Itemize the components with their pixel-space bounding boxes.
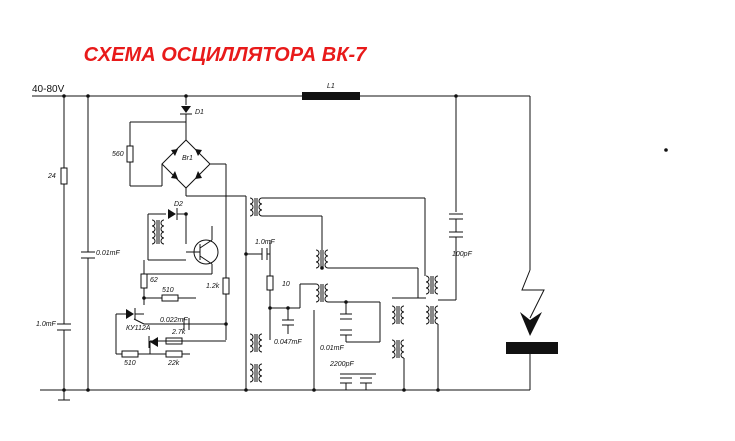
resistor-510-lower: [121, 350, 139, 358]
feedback-transformer: [151, 219, 165, 245]
transformer-t2: [249, 333, 263, 353]
diode-d1-label: D1: [195, 109, 204, 116]
diode-bridge-br1: [161, 139, 211, 189]
capacitor-001mf-left: [80, 251, 96, 259]
resistor-10-label: 10: [282, 281, 290, 288]
diode-d2: [168, 208, 178, 220]
junction-dots: [62, 94, 668, 392]
inductor-l1-label: L1: [327, 83, 335, 90]
transformer-t8: [425, 275, 439, 295]
transistor: [186, 239, 219, 265]
resistor-24: [60, 167, 68, 185]
inductor-l1: [302, 92, 360, 100]
thyristor-ku112a: [126, 308, 145, 325]
resistor-560-label: 560: [112, 151, 124, 158]
transformer-t4: [315, 249, 329, 269]
capacitor-001mf-mid: [340, 313, 352, 336]
transformer-t1: [249, 197, 263, 217]
diode-d1: [180, 106, 192, 115]
capacitor-0022mf-label: 0.022mF: [160, 317, 188, 324]
diode-d2-label: D2: [174, 201, 183, 208]
resistor-560: [126, 145, 134, 163]
diode-lower: [148, 336, 158, 348]
resistor-24-label: 24: [47, 173, 56, 180]
capacitor-0047mf-label: 0.047mF: [274, 339, 302, 346]
transformer-t6: [391, 305, 405, 325]
transformer-t3: [249, 363, 263, 383]
supply-label: 40-80V: [32, 84, 65, 95]
resistor-510-lower-label: 510: [124, 360, 136, 367]
resistor-510-upper-label: 510: [162, 287, 174, 294]
electrode: [506, 342, 558, 354]
capacitor-2200pf-label: 2200pF: [329, 361, 354, 368]
capacitor-100pf-label: 100pF: [452, 251, 473, 258]
resistor-1-2k-label: 1.2k: [206, 283, 220, 290]
resistor-10: [266, 275, 274, 291]
resistor-62: [140, 273, 148, 289]
capacitor-001mf-left-label: 0.01mF: [96, 250, 120, 257]
diagram-title: СХЕМА ОСЦИЛЛЯТОРА ВК-7: [83, 44, 367, 66]
resistor-22k: [165, 350, 183, 358]
transformer-t9: [425, 305, 439, 325]
capacitor-001mf-mid-label: 0.01mF: [320, 345, 344, 352]
resistor-2-7k-label: 2.7k: [171, 329, 186, 336]
resistor-22k-label: 22k: [167, 360, 180, 367]
capacitor-1mf-left-label: 1.0mF: [36, 321, 57, 328]
transformer-t7: [391, 339, 405, 359]
capacitor-1mf-mid: [261, 248, 268, 260]
transformer-t5: [315, 283, 329, 303]
capacitor-0022mf: [183, 318, 190, 330]
thyristor-label: КУ112А: [126, 325, 151, 332]
capacitor-0047mf: [282, 319, 294, 326]
capacitor-2200pf: [340, 377, 372, 384]
bridge-label: Br1: [182, 155, 193, 162]
capacitor-1mf-mid-label: 1.0mF: [255, 239, 276, 246]
capacitor-1mf-left: [56, 323, 72, 331]
resistor-510-upper: [161, 294, 179, 302]
resistor-1-2k: [222, 277, 230, 295]
resistor-62-label: 62: [150, 277, 158, 284]
spark-discharge: [520, 269, 545, 336]
